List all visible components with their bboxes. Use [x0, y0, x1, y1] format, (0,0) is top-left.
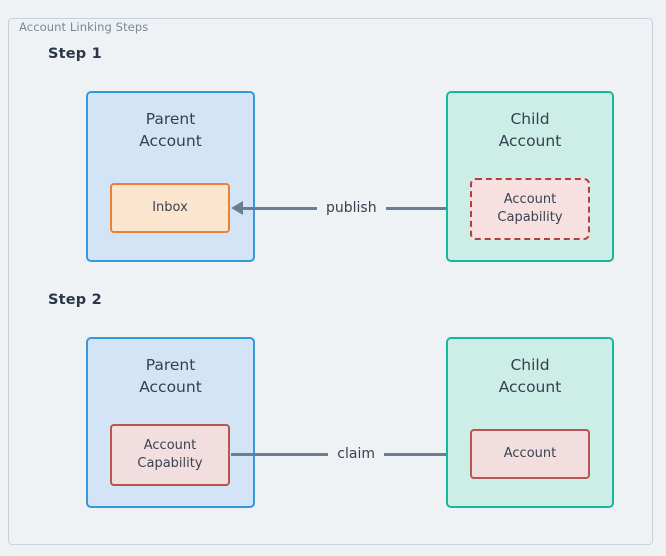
- step-1-account-capability-chip[interactable]: Account Capability: [470, 178, 590, 240]
- step-2-child-account-box[interactable]: Child Account: [446, 337, 614, 508]
- step-2-label: Step 2: [48, 292, 102, 308]
- connector-line-segment: [243, 206, 317, 210]
- arrow-head-left-icon: [231, 201, 243, 215]
- step-2-account-chip[interactable]: Account: [470, 429, 590, 479]
- step-1-parent-account-box[interactable]: Parent Account: [86, 91, 255, 262]
- step-2-account-capability-chip[interactable]: Account Capability: [110, 424, 230, 486]
- step-1-label: Step 1: [48, 46, 102, 62]
- step-1-connector-label: publish: [326, 200, 377, 216]
- diagram-frame-title: Account Linking Steps: [19, 20, 149, 34]
- step-1-connector-publish: publish: [231, 195, 446, 221]
- step-2-parent-account-title: Parent Account: [139, 356, 202, 397]
- step-1-parent-account-title: Parent Account: [139, 110, 202, 151]
- connector-line-segment: [385, 206, 446, 210]
- step-1-child-account-title: Child Account: [498, 110, 562, 151]
- step-2-connector-claim: claim: [231, 441, 470, 467]
- step-2-connector-label: claim: [337, 446, 375, 462]
- step-1-inbox-chip[interactable]: Inbox: [110, 183, 230, 233]
- step-2-child-account-title: Child Account: [498, 356, 562, 397]
- connector-line-segment: [231, 452, 329, 456]
- connector-line-segment: [384, 452, 458, 456]
